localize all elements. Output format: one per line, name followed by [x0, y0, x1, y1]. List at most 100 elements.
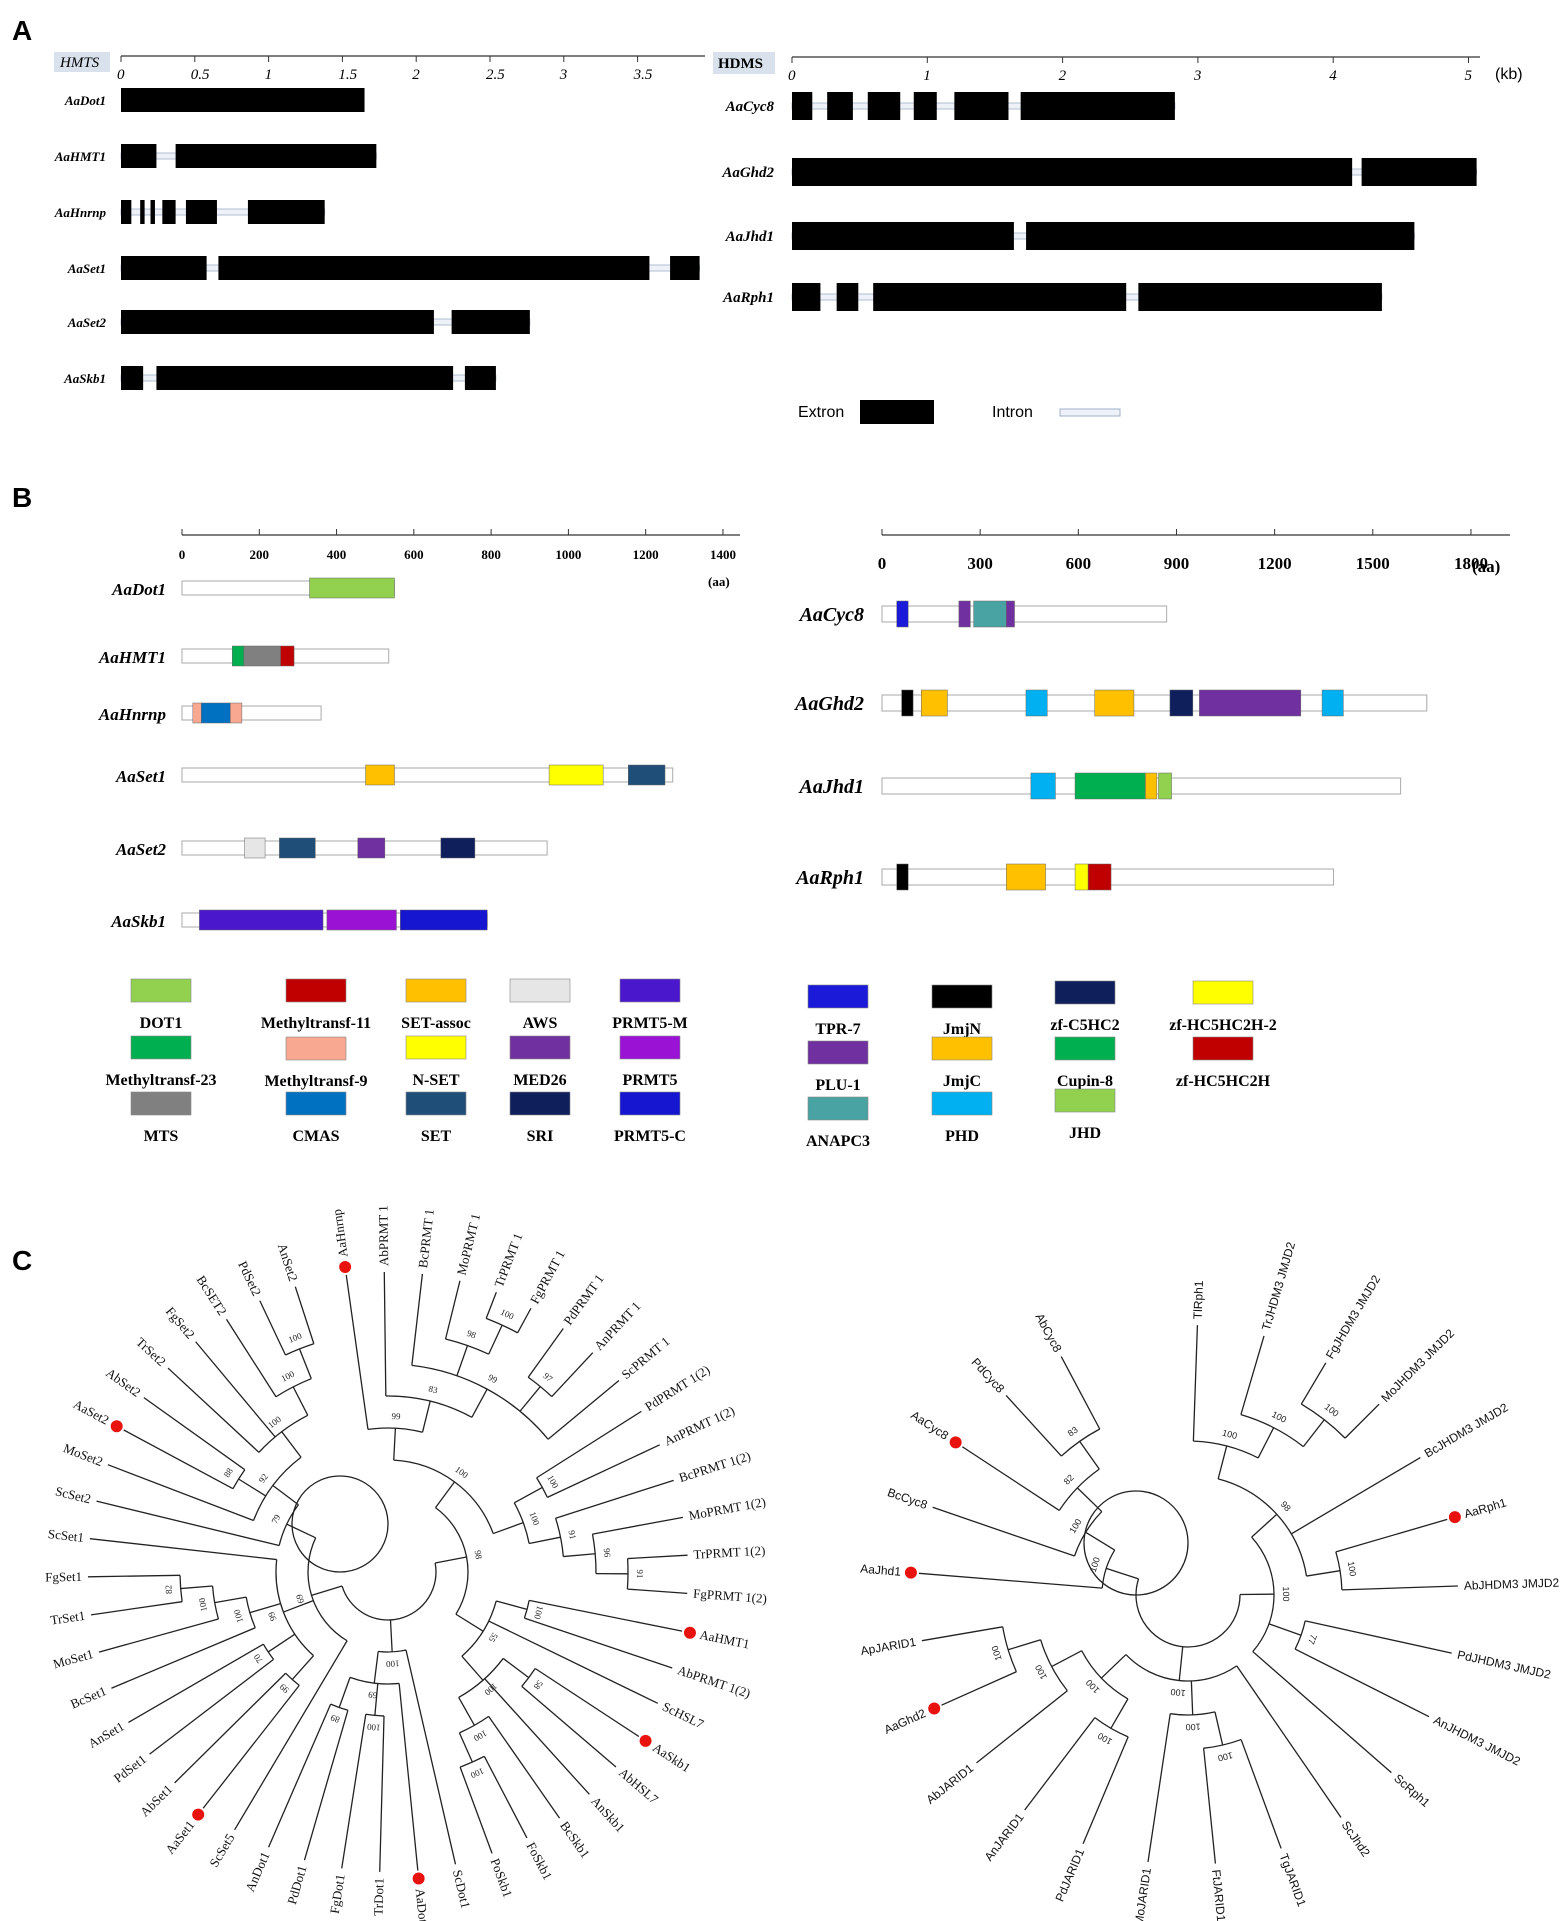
tree-leaf-label: MoSet1: [51, 1646, 95, 1671]
exon-block: [121, 144, 157, 168]
scale-tick-label: 1: [923, 68, 931, 84]
tree-leaf-label: PdSet1: [111, 1751, 149, 1785]
tree-leaf-label: TrPRMT 1(2): [693, 1543, 766, 1562]
tree-branch: [484, 1678, 590, 1795]
tree-arc: [461, 1600, 497, 1657]
domain-anapc3: [973, 600, 1007, 628]
scale-tick-label: 400: [327, 547, 347, 562]
kb-unit: (kb): [1495, 66, 1523, 83]
legend-label-methyltransf-9: Methyltransf-9: [264, 1073, 367, 1090]
legend-swatch-tpr-7: [807, 984, 869, 1009]
tree-arc: [1135, 1578, 1241, 1648]
tree-leaf-label: AbSet2: [103, 1365, 143, 1400]
tree-branch: [435, 1556, 467, 1564]
exon-block: [1361, 158, 1477, 186]
exon-block: [218, 256, 650, 280]
legend-label-cupin-8: Cupin-8: [1057, 1073, 1113, 1090]
legend-label-zf-hc5hc2h: zf-HC5HC2H: [1176, 1073, 1271, 1090]
domain-jmjc: [921, 689, 948, 717]
bootstrap-value: 100: [197, 1597, 209, 1613]
domain-jmjn: [901, 689, 914, 717]
selected-gene-dot: [949, 1436, 962, 1449]
tree-leaf-label: AnSkb1: [588, 1793, 628, 1835]
protein-name: AaHnrnp: [98, 705, 166, 724]
tree-branch: [461, 1655, 484, 1681]
tree-arc: [1081, 1650, 1129, 1700]
aa-unit-right: (aa): [1472, 557, 1500, 576]
domain-phd: [1025, 689, 1048, 717]
tree-arc: [258, 1414, 309, 1453]
tree-branch: [292, 1386, 309, 1416]
protein-backbone: [881, 694, 1428, 712]
tree-arc: [459, 1755, 485, 1768]
bootstrap-value: 99: [277, 1681, 291, 1695]
gene-name: AaSkb1: [63, 371, 106, 386]
tree-leaf-label: AnJARID1: [982, 1810, 1027, 1863]
tree-leaf-label: PdPRMT 1: [560, 1271, 606, 1327]
tree-leaf-label: ScHSL7: [660, 1699, 707, 1732]
selected-gene-dot: [412, 1872, 425, 1885]
exon-block: [156, 366, 454, 390]
domain-set: [279, 837, 316, 859]
legend-swatch-prmt5-c: [619, 1091, 681, 1116]
tree-branch: [458, 1732, 473, 1763]
legend-label-aws: AWS: [523, 1015, 558, 1032]
legend-swatch-cmas: [285, 1091, 347, 1116]
exon-block: [792, 283, 821, 311]
legend-label-prmt5-c: PRMT5-C: [614, 1128, 686, 1145]
gene-name: AaSet1: [67, 261, 106, 276]
tree-branch: [534, 1667, 640, 1738]
tree-branch: [1341, 1585, 1458, 1591]
tree-branch: [202, 1685, 300, 1809]
bootstrap-value: 100: [499, 1307, 516, 1322]
tree-branch: [529, 1536, 561, 1545]
tree-branch: [1252, 1651, 1392, 1774]
scale-tick-label: 1500: [1356, 554, 1390, 573]
tree-branch: [492, 1521, 524, 1535]
tree-leaf-label: AaCyc8: [908, 1408, 951, 1443]
protein-name: AaDot1: [111, 580, 166, 599]
exon-block: [247, 200, 325, 224]
tree-arc: [211, 1585, 220, 1620]
legend-label-jmjn: JmjN: [943, 1021, 982, 1038]
domain-zf-hc5hc2h-2: [1074, 863, 1089, 891]
exon-block: [954, 92, 1009, 120]
domain-methyltransf-9: [192, 702, 202, 724]
tree-branch: [547, 1444, 660, 1498]
tree-leaf-label: BcCyc8: [886, 1485, 930, 1512]
tree-leaf-label: BcPRMT 1: [415, 1208, 437, 1269]
tree-leaf-label: MoPRMT 1: [454, 1212, 484, 1277]
tree-arc: [521, 1668, 536, 1687]
protein-name: AaCyc8: [798, 604, 864, 626]
tree-leaf-label: BcSet1: [68, 1683, 108, 1711]
bootstrap-value: 100: [1033, 1663, 1049, 1681]
phylogenetic-tree-hmts: 1009897998399100919691100100100581001001…: [45, 1205, 767, 1921]
protein-backbone: [881, 605, 1168, 623]
exon-block: [121, 366, 144, 390]
tree-branch: [502, 1657, 530, 1679]
legend-label-med26: MED26: [513, 1072, 566, 1089]
legend-label-jmjc: JmjC: [943, 1073, 981, 1090]
legend-label-prmt5-m: PRMT5-M: [612, 1015, 688, 1032]
tree-branch: [311, 1585, 343, 1596]
tree-branch: [1085, 1531, 1116, 1551]
domain-set: [628, 764, 666, 786]
scale-tick-label: 1200: [1258, 554, 1292, 573]
tree-branch: [921, 1626, 1003, 1642]
tree-branch: [1202, 1748, 1217, 1864]
legend-intron-swatch: [1059, 408, 1121, 417]
bootstrap-value: 100: [1270, 1409, 1288, 1425]
bootstrap-value: 100: [366, 1722, 381, 1733]
tree-branch: [128, 1643, 264, 1723]
tree-branch: [1294, 1648, 1430, 1718]
hmts-header-box: [54, 52, 110, 72]
exon-block: [792, 158, 1353, 186]
bootstrap-value: 100: [532, 1605, 545, 1621]
panel-label-c: C: [12, 1245, 32, 1276]
tree-branch: [338, 1677, 351, 1708]
tree-branch: [123, 1429, 234, 1490]
bootstrap-value: 91: [635, 1569, 645, 1578]
tree-leaf-label: AbHSL7: [616, 1765, 662, 1807]
tree-leaf-label: ScSet1: [47, 1526, 85, 1545]
tree-leaf-label: MoSet2: [61, 1440, 105, 1469]
